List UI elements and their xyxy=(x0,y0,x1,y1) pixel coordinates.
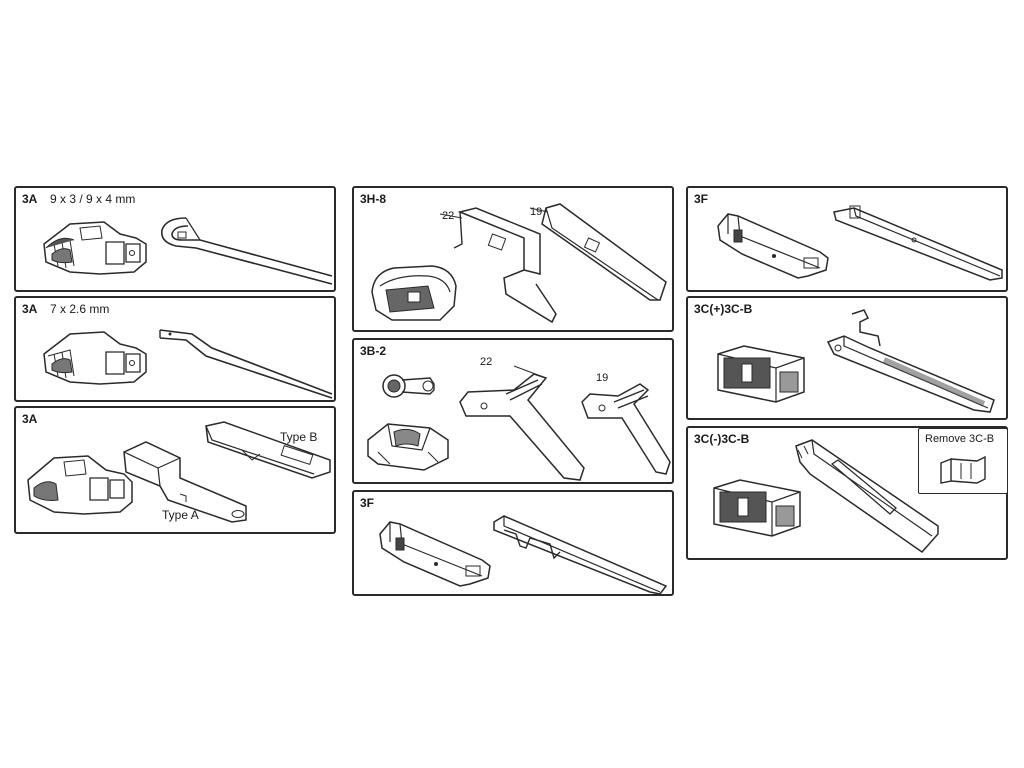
panel-title: 3A xyxy=(22,192,38,206)
side-pin-arm-icon xyxy=(526,200,670,324)
clip-adapter-icon xyxy=(710,474,806,544)
type-b-label: Type B xyxy=(280,430,318,444)
side-pin-arm-icon xyxy=(578,378,674,478)
panel-title: 3C(-)3C-B xyxy=(694,432,750,446)
panel-title: 3B-2 xyxy=(360,344,387,358)
panel-3c-plus: 3C(+)3C-B xyxy=(686,296,1008,420)
panel-title: 3H-8 xyxy=(360,192,387,206)
panel-3c-minus: 3C(-)3C-B Remove 3C-B xyxy=(686,426,1008,560)
wiper-adapter-icon xyxy=(376,516,496,588)
push-button-arm-icon xyxy=(792,438,942,556)
wiper-adapter-icon xyxy=(24,444,140,524)
type-a-label: Type A xyxy=(162,508,199,522)
side-pin-arm-icon xyxy=(454,370,588,482)
pin-bolt-icon xyxy=(380,366,440,406)
top-lock-arm-icon xyxy=(490,512,670,596)
remove-clip-icon xyxy=(937,453,989,489)
panel-title: 3F xyxy=(694,192,709,206)
arm-width-19-label: 19 xyxy=(596,372,609,384)
wiper-adapter-icon xyxy=(40,214,160,284)
panel-3a-9x3: 3A 9 x 3 / 9 x 4 mm xyxy=(14,186,336,292)
wiper-adapter-icon xyxy=(40,324,160,394)
panel-title: 3F xyxy=(360,496,375,510)
remove-clip-inset: Remove 3C-B xyxy=(918,428,1008,494)
clip-adapter-icon xyxy=(714,340,810,410)
arm-size-spec: 7 x 2.6 mm xyxy=(50,302,110,316)
wiper-arm-icon xyxy=(156,324,334,398)
arm-size-spec: 9 x 3 / 9 x 4 mm xyxy=(50,192,136,206)
panel-3b-2: 3B-2 22 19 xyxy=(352,338,674,484)
panel-3a-types: 3A Type A Type B xyxy=(14,406,336,534)
panel-title: 3A xyxy=(22,302,38,316)
panel-3f-right: 3F xyxy=(686,186,1008,292)
panel-3a-7x26: 3A 7 x 2.6 mm xyxy=(14,296,336,402)
panel-3h-8: 3H-8 22 19 xyxy=(352,186,674,332)
arm-width-22-label: 22 xyxy=(480,356,493,368)
adapter-type-a-icon xyxy=(120,438,252,524)
j-hook-arm-icon xyxy=(156,212,334,288)
push-button-arm-icon xyxy=(824,308,1000,414)
wiper-adapter-icon xyxy=(368,256,462,326)
panel-title: 3C(+)3C-B xyxy=(694,302,753,316)
clip-adapter-icon xyxy=(364,412,452,476)
wiper-adapter-icon xyxy=(714,208,834,280)
arm-width-22-label: 22 xyxy=(442,210,455,222)
panel-title: 3A xyxy=(22,412,38,426)
top-lock-arm-icon xyxy=(830,204,1006,284)
panel-3f-middle: 3F xyxy=(352,490,674,596)
adapter-type-b-icon xyxy=(202,420,332,484)
side-pin-arm-icon xyxy=(440,204,560,328)
remove-3c-b-label: Remove 3C-B xyxy=(925,433,995,445)
